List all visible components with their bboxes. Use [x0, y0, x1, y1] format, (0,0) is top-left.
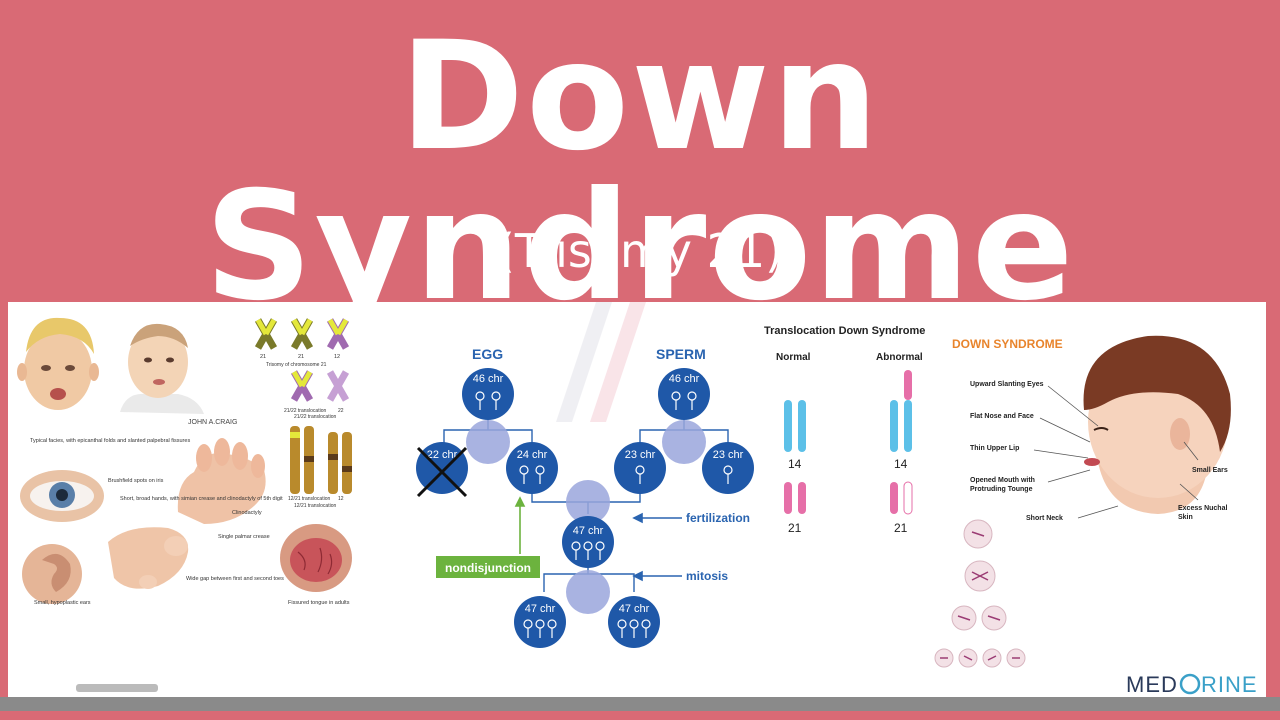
feature-thin-lip: Thin Upper Lip: [970, 445, 1019, 452]
daughter-cell-a: 47 chr: [514, 596, 566, 648]
bottom-scrollbar: [0, 697, 1280, 711]
daughter-cell-b: 47 chr: [608, 596, 660, 648]
svg-text:23 chr: 23 chr: [713, 449, 744, 461]
sperm-gamete-23b: 23 chr: [702, 442, 754, 494]
chromosome-karyotype: 21 21 12 Trisomy of chromosome 21 21/22 …: [254, 318, 352, 509]
ear-illustration: [22, 544, 82, 604]
normal-label: Normal: [776, 352, 811, 363]
toes-caption: Wide gap between first and second toes: [186, 576, 284, 582]
child-face-illustration-2: [120, 323, 204, 414]
features-title: DOWN SYNDROME: [952, 337, 1063, 351]
chrom-row2-caption2: 21/22 translocation: [294, 414, 336, 420]
svg-text:24 chr: 24 chr: [517, 449, 548, 461]
chrom-label-1: 21: [260, 354, 266, 360]
sperm-gamete-23a: 23 chr: [614, 442, 666, 494]
features-panel: DOWN SYNDROME Upward Slanting Eyes Flat …: [934, 335, 1231, 668]
bottom-strip: [0, 711, 1280, 720]
svg-text:46 chr: 46 chr: [669, 373, 700, 385]
fertilization-label: fertilization: [686, 511, 750, 525]
chrom-label-3: 12: [334, 354, 340, 360]
normal-chr14-pair: [784, 400, 806, 452]
sperm-label: SPERM: [656, 346, 706, 362]
feature-short-neck: Short Neck: [1026, 515, 1063, 522]
ear-caption: Small, hypoplastic ears: [34, 600, 91, 606]
foot-illustration: [108, 527, 189, 589]
face-caption: Typical facies, with epicanthal folds an…: [30, 438, 190, 444]
abnormal-chr21-pair: [890, 481, 913, 515]
chrom-label-2: 21: [298, 354, 304, 360]
page-subtitle: (Trisomy 21): [496, 224, 784, 278]
eye-illustration: [20, 470, 104, 522]
nondisjunction-diagram: EGG SPERM 46 chr 46 chr 22 chr: [416, 302, 754, 648]
chrom-row3-caption2: 12/21 translocation: [294, 503, 336, 509]
feature-flat-nose: Flat Nose and Face: [970, 413, 1034, 420]
egg-label: EGG: [472, 346, 503, 362]
svg-text:22 chr: 22 chr: [427, 449, 458, 461]
content-panel: JOHN A.CRAIG Typical facies, with epican…: [8, 302, 1266, 698]
sperm-cell: 46 chr: [658, 368, 710, 420]
svg-text:47 chr: 47 chr: [619, 603, 650, 615]
hand-caption: Short, broad hands, with simian crease a…: [120, 496, 283, 502]
svg-text:47 chr: 47 chr: [525, 603, 556, 615]
abnormal-chr14-pair: [890, 370, 912, 452]
svg-text:46 chr: 46 chr: [473, 373, 504, 385]
pen-graphic: [76, 684, 158, 692]
translocation-title: Translocation Down Syndrome: [764, 325, 925, 337]
nondisjunction-label: nondisjunction: [445, 561, 531, 575]
egg-gamete-22: 22 chr: [416, 442, 468, 498]
chrom-row1-caption: Trisomy of chromosome 21: [266, 362, 327, 368]
page-title: Down Syndrome: [204, 10, 1076, 334]
egg-cell: 46 chr: [462, 368, 514, 420]
abnormal-label: Abnormal: [876, 352, 923, 363]
hand-illustration: [177, 438, 266, 524]
feature-open-mouth: Opened Mouth with: [970, 477, 1035, 484]
abnormal-chr14-label: 14: [894, 457, 908, 471]
clinical-illustrations: JOHN A.CRAIG Typical facies, with epican…: [17, 317, 352, 692]
nondisjunction-badge: [436, 556, 540, 578]
chrom-row2-caption: 21/22 translocation: [284, 408, 326, 414]
mitosis-label: mitosis: [686, 569, 728, 583]
clinodactyly-label: Clinodactyly: [232, 510, 262, 516]
diagram-canvas: JOHN A.CRAIG Typical facies, with epican…: [17, 302, 1258, 697]
zygote-cell: 47 chr: [562, 516, 614, 568]
translocation-panel: Translocation Down Syndrome Normal Abnor…: [764, 325, 925, 535]
feature-upward-eyes: Upward Slanting Eyes: [970, 381, 1044, 388]
logo-right: RINE: [1201, 672, 1258, 697]
feature-small-ears: Small Ears: [1192, 467, 1228, 474]
normal-chr21-label: 21: [788, 521, 802, 535]
feature-protruding-tongue: Protruding Tounge: [970, 486, 1033, 493]
logo-circle-icon: [1179, 673, 1201, 695]
chrom-row3-caption: 12/21 translocation: [288, 496, 330, 502]
feature-excess-nuchal: Excess Nuchal: [1178, 505, 1227, 512]
palmar-crease-label: Single palmar crease: [218, 534, 270, 540]
chrom-row2-label: 22: [338, 408, 344, 414]
tongue-illustration: [280, 524, 352, 592]
tongue-caption: Fissured tongue in adults: [288, 600, 350, 606]
normal-chr21-pair: [784, 482, 806, 514]
normal-chr14-label: 14: [788, 457, 802, 471]
child-face-illustration-1: [17, 317, 99, 410]
feature-skin: Skin: [1178, 514, 1193, 521]
baby-face-illustration: [1083, 335, 1231, 514]
chrom-row3-label: 12: [338, 496, 344, 502]
medcrine-logo: MED RINE: [1126, 672, 1258, 697]
svg-text:47 chr: 47 chr: [573, 525, 604, 537]
iris-caption: Brushfield spots on iris: [108, 478, 164, 484]
artist-signature: JOHN A.CRAIG: [188, 419, 237, 426]
svg-text:23 chr: 23 chr: [625, 449, 656, 461]
egg-gamete-24: 24 chr: [506, 442, 558, 494]
cell-division-sequence: [934, 519, 1026, 668]
abnormal-chr21-label: 21: [894, 521, 908, 535]
logo-left: MED: [1126, 672, 1178, 697]
